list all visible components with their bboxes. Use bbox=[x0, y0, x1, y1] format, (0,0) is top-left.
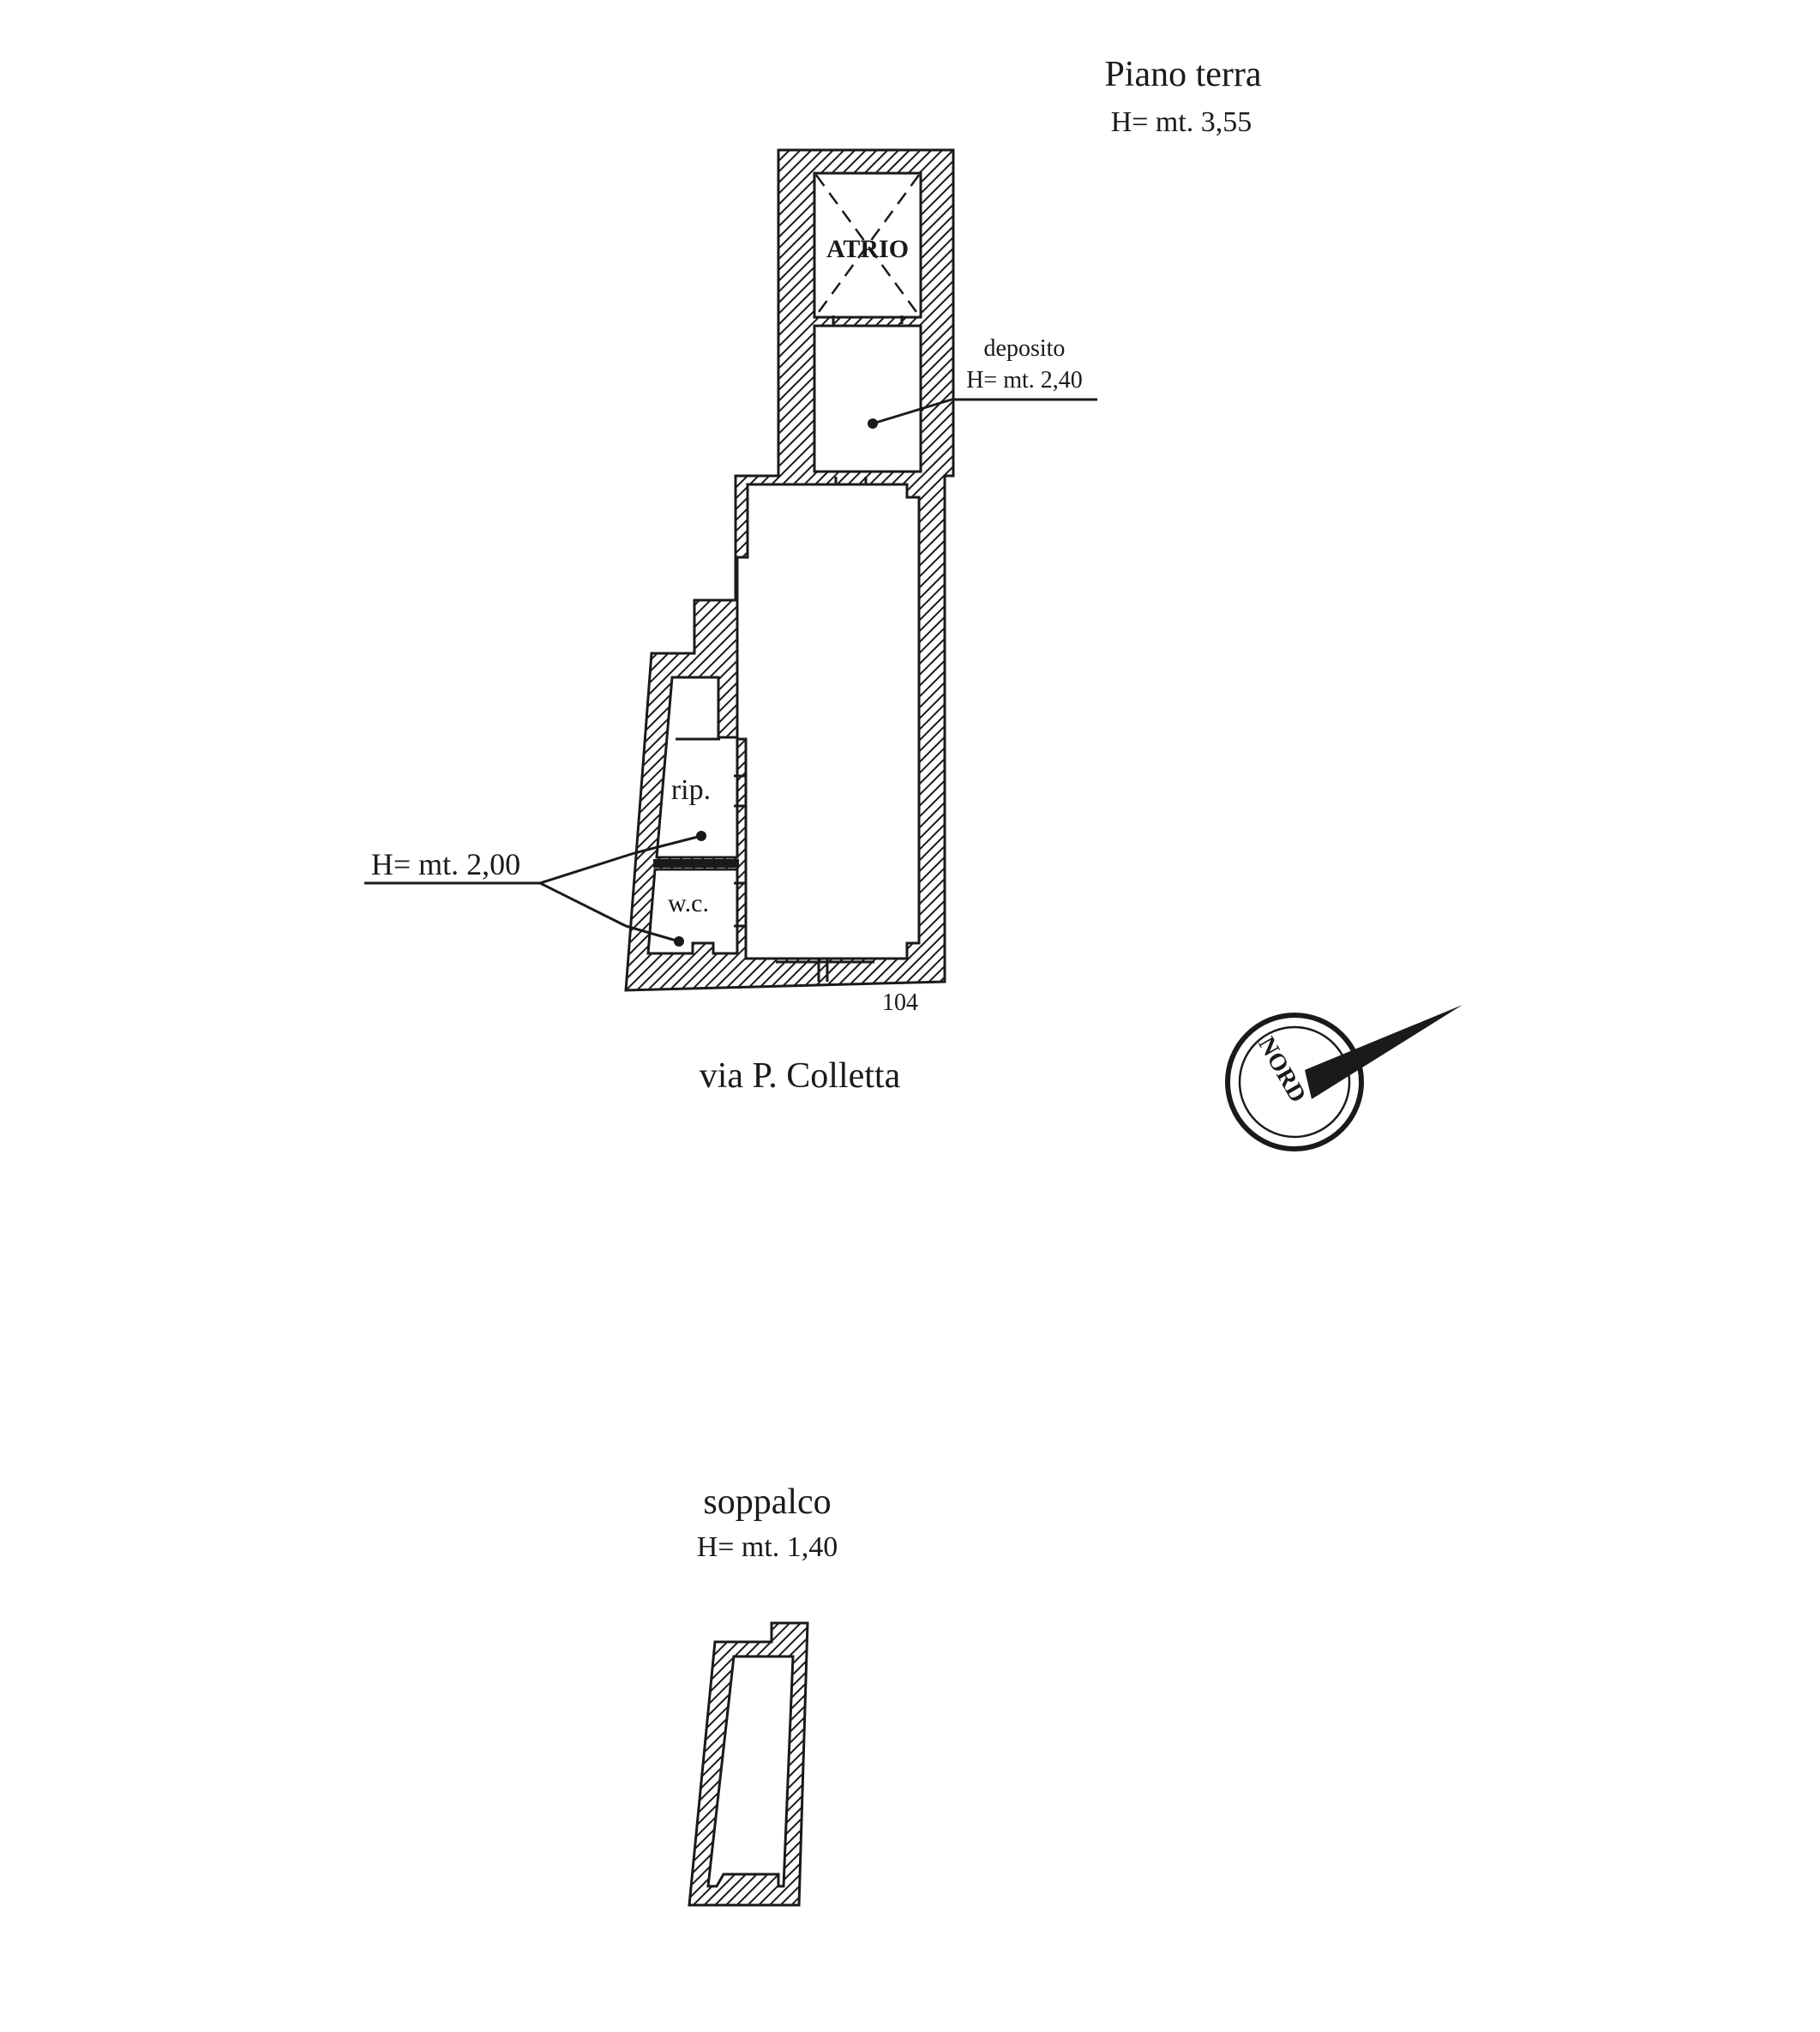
wc-room bbox=[646, 868, 739, 955]
ground-floor-title: Piano terra bbox=[1104, 55, 1261, 94]
mezzanine-plan bbox=[688, 1621, 809, 1907]
service-height-label: H= mt. 2,00 bbox=[371, 847, 520, 881]
mezzanine-title: soppalco bbox=[703, 1482, 831, 1522]
compass-inner-ring bbox=[1238, 1025, 1351, 1139]
street-number: 104 bbox=[882, 989, 918, 1016]
mezzanine-room bbox=[706, 1655, 795, 1888]
atrio-diagonal bbox=[814, 174, 921, 316]
deposito-label: deposito bbox=[984, 335, 1066, 362]
deposito-room bbox=[813, 324, 922, 473]
north-arrow-icon bbox=[1305, 1005, 1463, 1099]
atrio-diagonal bbox=[814, 174, 921, 316]
ground-floor-height: H= mt. 3,55 bbox=[1111, 106, 1252, 138]
rip-leader bbox=[634, 834, 702, 855]
service-leader bbox=[539, 881, 627, 928]
wc-leader-dot bbox=[674, 936, 684, 947]
ripostiglio-room bbox=[655, 676, 739, 859]
rip-leader-dot bbox=[696, 831, 706, 841]
compass-outer-ring bbox=[1225, 1013, 1364, 1151]
deposito-height-label: H= mt. 2,40 bbox=[966, 367, 1083, 394]
north-compass: NORD bbox=[1225, 1005, 1463, 1151]
service-leader bbox=[539, 851, 635, 885]
main-room bbox=[736, 483, 921, 960]
atrio-label: ATRIO bbox=[826, 235, 909, 263]
wc-leader bbox=[625, 924, 680, 943]
ground-floor-plan: ATRIO deposito H= mt. 2,40 rip. w.c. H= … bbox=[364, 148, 1097, 1016]
wc-label: w.c. bbox=[668, 889, 709, 917]
mezzanine-height: H= mt. 1,40 bbox=[697, 1531, 838, 1563]
deposito-leader bbox=[872, 398, 952, 425]
street-name: via P. Colletta bbox=[700, 1056, 901, 1096]
ripostiglio-label: rip. bbox=[671, 774, 711, 806]
compass-label: NORD bbox=[1252, 1032, 1311, 1107]
deposito-leader-dot bbox=[868, 418, 878, 429]
service-partition bbox=[653, 859, 739, 868]
